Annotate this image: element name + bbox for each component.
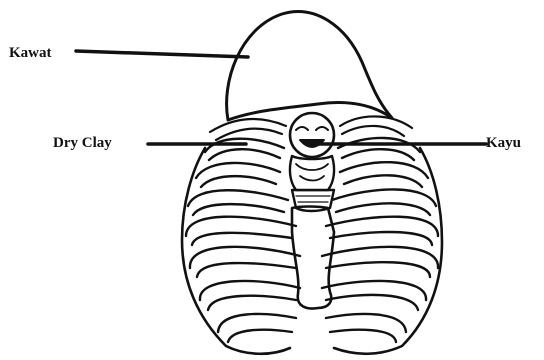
- label-dry-clay: Dry Clay: [53, 134, 112, 152]
- pointer-line-kawat: [76, 51, 248, 57]
- right-ribs: [322, 138, 438, 342]
- figurine-pedestal: [292, 190, 334, 211]
- label-kayu: Kayu: [486, 134, 521, 152]
- figurine-head: [290, 113, 334, 157]
- label-kawat: Kawat: [9, 44, 52, 62]
- sternum: [292, 207, 334, 309]
- wooden-figurine: [290, 113, 334, 190]
- wire-dome-shape: [227, 12, 392, 120]
- left-ribs: [186, 139, 300, 342]
- figurine-body: [290, 156, 334, 190]
